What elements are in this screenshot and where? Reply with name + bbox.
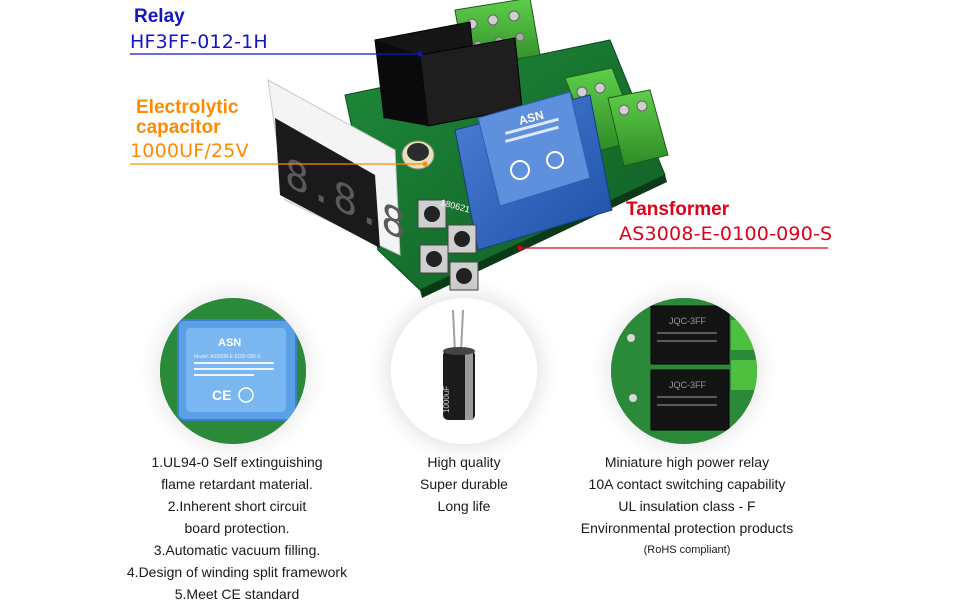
feature-line: Super durable (420, 476, 508, 492)
capacitor-zoom-circle: 1000uF (391, 298, 537, 444)
zoom-transformer-brand: ASN (218, 337, 241, 349)
zoom-relay-label-bottom: JQC-3FF (669, 380, 707, 390)
feature-line: Environmental protection products (580, 520, 794, 536)
zoom-transformer-model: Model: AS3008-E-0100-090-S (194, 354, 261, 360)
relay-zoom-circle: JQC-3FF JQC-3FF (611, 298, 757, 444)
zoom-relay-label-top: JQC-3FF (669, 316, 707, 326)
capacitor-component (401, 140, 435, 170)
terminal-block-right (564, 67, 669, 167)
relay-callout-model: HF3FF-012-1H (130, 31, 268, 53)
feature-line: 2.Inherent short circuit (167, 498, 307, 514)
transformer-callout-model: AS3008-E-0100-090-S (619, 223, 833, 245)
svg-text:1000uF: 1000uF (442, 386, 451, 413)
transformer-zoom-circle: ASN Model: AS3008-E-0100-090-S CE (160, 298, 306, 444)
capacitor-callout-spec: 1000UF/25V (130, 140, 249, 162)
feature-line: Long life (437, 498, 491, 514)
relay-zoom-graphic: JQC-3FF JQC-3FF (611, 298, 757, 444)
transformer-features: 1.UL94-0 Self extinguishing flame retard… (108, 451, 366, 605)
relay-component (374, 21, 523, 127)
capacitor-zoom-graphic: 1000uF (391, 298, 537, 444)
feature-line: board protection. (184, 520, 290, 536)
transformer-component: ASN (454, 91, 613, 251)
feature-line: Miniature high power relay (604, 454, 770, 470)
transformer-zoom-graphic: ASN Model: AS3008-E-0100-090-S CE (160, 298, 306, 444)
feature-line: 4.Design of winding split framework (126, 564, 348, 580)
feature-line: 3.Automatic vacuum filling. (153, 542, 321, 558)
capacitor-callout-title-line2: capacitor (136, 117, 221, 138)
feature-line: flame retardant material. (161, 476, 313, 492)
board-illustration: ASN 8.8.8 180621 (130, 0, 828, 298)
feature-line: UL insulation class - F (618, 498, 756, 514)
svg-text:CE: CE (212, 387, 231, 403)
feature-line: 10A contact switching capability (588, 476, 786, 492)
feature-line: 5.Meet CE standard (174, 586, 300, 602)
capacitor-features: High quality Super durable Long life (384, 451, 544, 517)
feature-line: 1.UL94-0 Self extinguishing (151, 454, 323, 470)
capacitor-callout-title-line1: Electrolytic (136, 97, 239, 118)
relay-features: Miniature high power relay 10A contact s… (558, 451, 816, 561)
rohs-note: (RoHS compliant) (643, 544, 731, 556)
relay-callout-title: Relay (134, 6, 185, 27)
transformer-callout-title: Tansformer (626, 199, 730, 220)
transformer-brand: ASN (517, 108, 545, 128)
feature-line: High quality (427, 454, 501, 470)
